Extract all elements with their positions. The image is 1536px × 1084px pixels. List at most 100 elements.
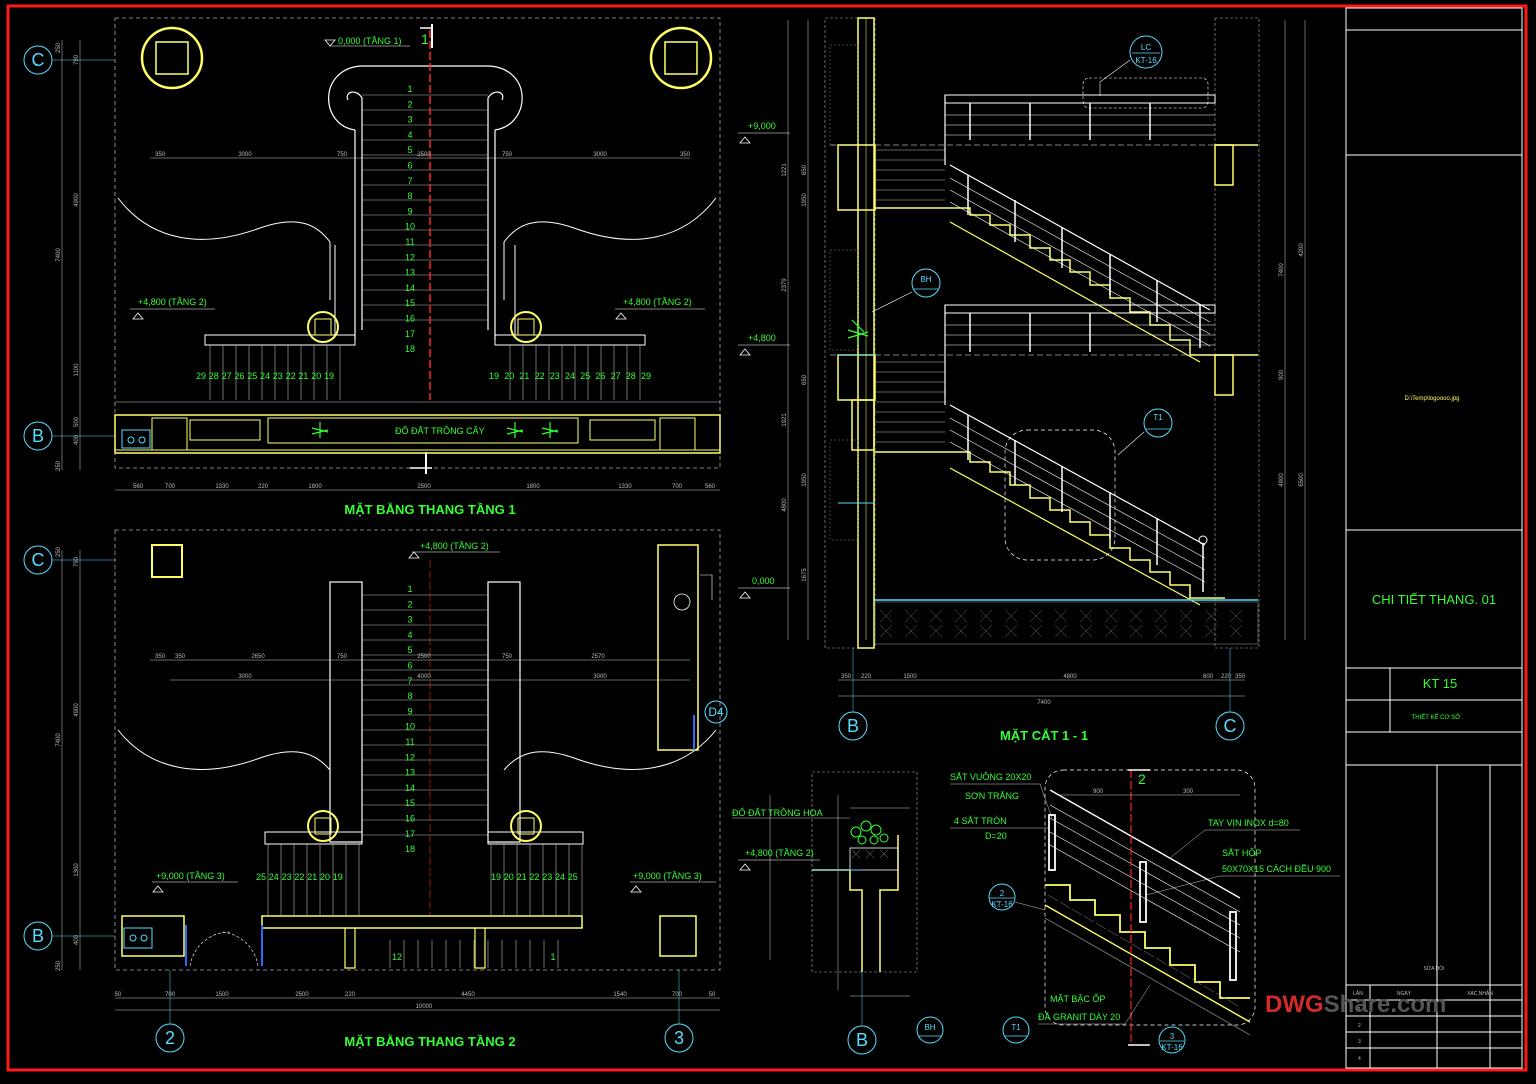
step-number: 12 [405,752,415,762]
dim-label: 750 [502,654,513,660]
section-right-dimensions: 4200 7400 900 4800 6500 [1279,243,1305,487]
tag-label: T1 [1011,1023,1021,1032]
step-number: 22 [535,371,545,381]
step-number: 1 [407,84,412,94]
dim-label: 350 [841,674,852,680]
grid-label: B [32,426,44,446]
planter-label: ĐỔ ĐẤT TRỒNG HOA [732,807,823,818]
step-number: 20 [320,872,330,882]
step-number: 26 [595,371,605,381]
dim-label: 4800 [1279,473,1285,487]
design-phase: THIẾT KẾ CƠ SỞ [1412,714,1461,721]
dim-label: 250 [56,42,62,53]
step-number: 11 [405,737,414,747]
tag-label: BH [924,1023,935,1032]
planter-grid-b: B [847,972,877,1055]
dim-label: 900 [1279,369,1285,380]
plan-2-title: MẶT BẰNG THANG TẦNG 2 [344,1034,515,1049]
dim-label: 6500 [1299,473,1305,487]
dim-label: 560 [705,484,716,490]
plan-2-level-left: +9,000 (TẦNG 3) [156,871,225,881]
step-number: 23 [550,371,560,381]
section-detail-zone [1004,429,1116,561]
dim-label: 7400 [1037,700,1051,706]
dim-label: 650 [802,164,808,175]
section-tag-lc: LC KT-16 [1082,35,1209,109]
dim-label: 50 [709,992,716,998]
railing-label-8: MẶT BẬC ỐP [1050,993,1105,1004]
section-left-dimensions: 650 1221 1950 2379 650 1921 1950 4800 16… [782,163,808,582]
dim-label: 600 [1203,674,1214,680]
dim-label: 7400 [1279,263,1285,277]
plan-1-outline [114,17,721,469]
grid-label: D4 [708,705,724,719]
step-number: 16 [405,314,415,324]
plan-1-section-mark-top: 1 [420,24,433,48]
tag-label: BH [920,275,931,284]
step-number: 6 [407,661,412,671]
step-number: 2 [407,599,412,609]
railing-label-4: D=20 [985,831,1007,841]
dim-label: 4200 [1299,243,1305,257]
dim-label: 1921 [782,413,788,427]
step-number: 28 [626,371,636,381]
revision-header-no: LẦN [1353,990,1363,997]
drawing-number: KT 15 [1423,676,1457,691]
plan-2-step-1: 1 [550,952,555,962]
railing-label-5: TAY VỊN INOX d=80 [1208,818,1289,828]
step-number: 18 [405,344,415,354]
section-landing-railing-top [944,94,1216,165]
section-level-9000: +9,000 [738,121,790,144]
step-number: 9 [407,206,412,216]
dim-label: 220 [861,674,872,680]
plan-1-grid-c: C [23,45,115,75]
plan-2-level-marker-top: +4,800 (TẦNG 2) [408,541,500,559]
step-number: 5 [407,145,412,155]
section-level-label: +9,000 [748,121,776,131]
plan-1-stair-treads [362,94,488,321]
revision-row: 4 [1358,1056,1361,1062]
tag-label: 3 [1170,1032,1175,1041]
plan-2-left-block [121,915,263,967]
step-number: 24 [260,371,270,381]
step-number: 1 [407,584,412,594]
dim-label: 3000 [593,674,607,680]
railing-section-mark-top: 2 [1128,769,1150,787]
section-bottom-dimensions: 350 220 1500 4800 600 220 350 7400 [841,674,1246,706]
planter-detail: ĐỔ ĐẤT TRỒNG HOA +4,800 (TẦNG 2) B BH T1 [732,771,1030,1055]
dim-label: 790 [74,556,80,567]
plan-1-grid-b: B [23,421,115,451]
watermark-share: Share.com [1324,991,1447,1018]
dim-label: 2650 [251,654,265,660]
step-number: 26 [234,371,244,381]
step-number: 21 [519,371,529,381]
step-number: 21 [298,371,308,381]
step-number: 24 [555,872,565,882]
plan-1-post-right [510,311,542,343]
plan-1-section-mark-bottom [410,452,432,474]
section-level-0: 0,000 [738,576,790,599]
dim-label: 750 [337,152,348,158]
step-number: 13 [405,268,415,278]
railing-label-9: ĐÁ GRANIT DÀY 20 [1038,1012,1120,1022]
dim-label: 700 [165,992,176,998]
grid-label: 2 [165,1028,175,1048]
step-number: 3 [407,115,412,125]
section-level-label: 0,000 [752,576,775,586]
plan-1-side-treads [209,345,641,400]
dim-label: 350 [155,654,166,660]
logo-placeholder: D:\Temp\logoooo.jpg [1404,396,1459,402]
dim-label: 2570 [591,654,605,660]
dim-label: 750 [337,654,348,660]
dim-label: 10000 [416,1004,433,1010]
dim-label: 250 [56,460,62,471]
step-number: 13 [405,768,415,778]
step-number: 2 [407,99,412,109]
section-upper-flight [949,164,1215,363]
planter-tag-t1: T1 [1002,1016,1030,1044]
step-number: 11 [405,237,414,247]
